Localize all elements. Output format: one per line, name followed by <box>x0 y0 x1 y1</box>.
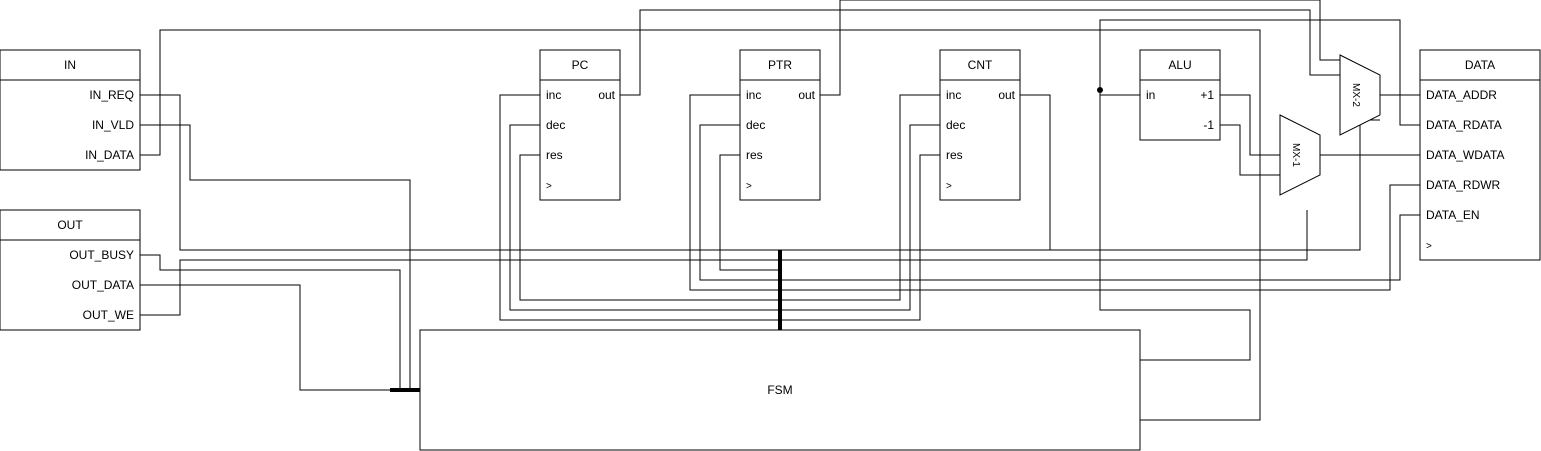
in-block-title: IN <box>64 58 76 72</box>
wire-in-vld <box>140 124 411 390</box>
pc-block: PC inc dec res > out <box>539 49 621 201</box>
data-title: DATA <box>1465 58 1495 72</box>
data-port-addr: DATA_ADDR <box>1426 88 1497 102</box>
alu-block: ALU in +1 -1 <box>1139 49 1221 141</box>
pc-port-clk: > <box>546 181 552 192</box>
cnt-port-inc: inc <box>946 88 961 102</box>
mx1-mux: MX-1 <box>1279 114 1321 196</box>
alu-port-plus1: +1 <box>1200 88 1214 102</box>
in-port-vld: IN_VLD <box>92 118 134 132</box>
wire-cnt-dec <box>780 124 940 311</box>
data-port-rdata: DATA_RDATA <box>1426 118 1502 132</box>
ptr-port-dec: dec <box>746 118 765 132</box>
data-block: DATA DATA_ADDR DATA_RDATA DATA_WDATA DAT… <box>1419 49 1541 261</box>
ptr-port-clk: > <box>746 181 752 192</box>
pc-port-out: out <box>598 88 615 102</box>
wire-ptr-inc <box>689 94 1420 291</box>
wire-cnt-res <box>780 154 940 321</box>
mx2-mux: MX-2 <box>1339 54 1381 136</box>
wire-pc-out <box>620 9 1340 96</box>
in-block: IN IN_REQ IN_VLD IN_DATA <box>0 49 141 171</box>
pc-port-dec: dec <box>546 118 565 132</box>
in-port-data: IN_DATA <box>85 148 134 162</box>
wire-alu-minus1 <box>1220 124 1280 176</box>
wire-out-data <box>140 284 420 391</box>
pc-port-res: res <box>546 148 563 162</box>
wire-out-busy <box>140 254 401 390</box>
wire-cnt-inc <box>780 94 940 301</box>
data-port-wdata: DATA_WDATA <box>1426 148 1504 162</box>
out-port-data: OUT_DATA <box>72 278 134 292</box>
wire-out-we <box>140 210 1308 316</box>
mx1-label: MX-1 <box>1290 143 1301 167</box>
fsm-title: FSM <box>767 383 792 397</box>
cnt-block: CNT inc dec res > out <box>939 49 1021 201</box>
data-port-clk: > <box>1426 241 1432 252</box>
wire-alu-in <box>1099 19 1420 126</box>
cnt-title: CNT <box>968 58 993 72</box>
data-port-rdwr: DATA_RDWR <box>1426 178 1501 192</box>
wire-pc-res <box>519 154 780 301</box>
out-block-title: OUT <box>57 218 83 232</box>
pc-port-inc: inc <box>546 88 561 102</box>
cnt-port-dec: dec <box>946 118 965 132</box>
wire-pc-inc <box>499 94 780 321</box>
alu-port-minus1: -1 <box>1203 118 1214 132</box>
ptr-port-out: out <box>798 88 815 102</box>
wire-in-data <box>140 29 1261 421</box>
in-port-req: IN_REQ <box>89 88 134 102</box>
fsm-block: FSM <box>419 329 1141 451</box>
junction-dot <box>1097 87 1103 93</box>
ptr-port-res: res <box>746 148 763 162</box>
ptr-port-inc: inc <box>746 88 761 102</box>
ptr-block: PTR inc dec res > out <box>739 49 821 201</box>
ptr-title: PTR <box>768 58 792 72</box>
wire-pc-dec <box>509 124 780 311</box>
out-block: OUT OUT_BUSY OUT_DATA OUT_WE <box>0 209 141 331</box>
mx2-label: MX-2 <box>1350 83 1361 107</box>
wire-ptr-out <box>820 0 1340 96</box>
cnt-port-out: out <box>998 88 1015 102</box>
wires <box>140 0 1420 421</box>
out-port-we: OUT_WE <box>83 308 134 322</box>
alu-title: ALU <box>1168 58 1191 72</box>
pc-title: PC <box>572 58 589 72</box>
wire-fsm-alu <box>1099 95 1251 361</box>
alu-port-in: in <box>1146 88 1155 102</box>
wire-cnt-out <box>1020 94 1360 251</box>
wire-ptr-dec <box>699 124 1420 281</box>
cnt-port-res: res <box>946 148 963 162</box>
wire-ptr-res <box>719 154 780 271</box>
data-port-en: DATA_EN <box>1426 208 1480 222</box>
wire-alu-plus1 <box>1220 94 1280 156</box>
cnt-port-clk: > <box>946 181 952 192</box>
out-port-busy: OUT_BUSY <box>69 248 134 262</box>
